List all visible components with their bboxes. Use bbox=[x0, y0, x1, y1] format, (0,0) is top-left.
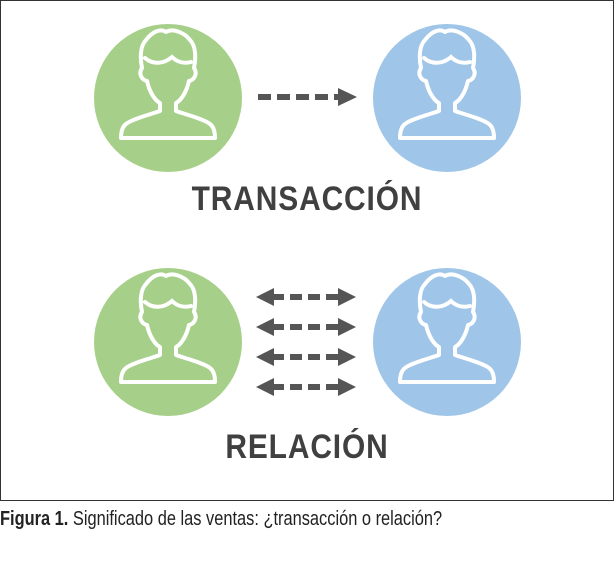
two-way-arrow-4 bbox=[256, 378, 356, 396]
sales-diagram bbox=[94, 24, 521, 416]
seller-circle-transaction bbox=[94, 24, 242, 172]
two-way-arrow-3 bbox=[256, 348, 356, 366]
figure-caption: Figura 1. Significado de las ventas: ¿tr… bbox=[0, 508, 442, 531]
transaction-label: TRANSACCIÓN bbox=[191, 180, 423, 218]
one-way-arrow bbox=[258, 88, 357, 106]
seller-circle-relation bbox=[94, 268, 242, 416]
buyer-circle-transaction bbox=[373, 24, 521, 172]
buyer-circle-relation bbox=[373, 268, 521, 416]
two-way-arrow-1 bbox=[256, 288, 356, 306]
two-way-arrow-2 bbox=[256, 318, 356, 336]
caption-prefix: Figura 1. bbox=[0, 508, 69, 530]
caption-text: Significado de las ventas: ¿transacción … bbox=[68, 508, 443, 530]
relation-label: RELACIÓN bbox=[225, 428, 389, 466]
